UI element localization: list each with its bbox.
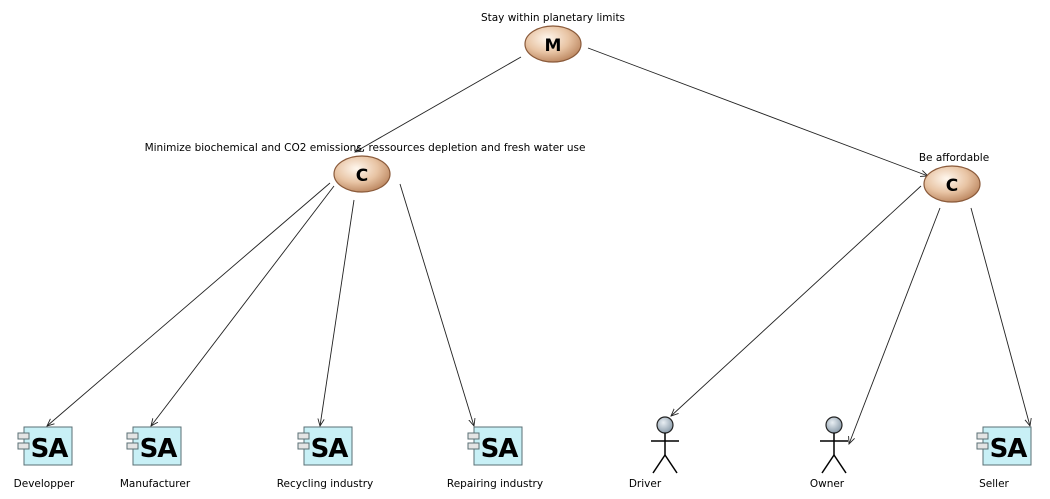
sa-port-icon — [297, 432, 310, 440]
goal-affordable[interactable]: Be affordable C — [919, 152, 989, 203]
actor-head-icon — [656, 416, 674, 434]
edge-env-to-developper — [47, 182, 331, 426]
edge-affordable-to-seller — [970, 207, 1030, 426]
edge-main-to-env — [355, 56, 522, 152]
edges — [47, 47, 1030, 444]
actor-owner-label: Owner — [810, 478, 845, 490]
goal-env-label: Minimize biochemical and CO2 emissions, … — [145, 142, 586, 154]
system-repairing-label: Repairing industry — [447, 478, 543, 490]
actor-leg-left — [652, 454, 666, 474]
sa-box — [23, 426, 73, 466]
sa-icon-text: SA — [140, 434, 178, 464]
sa-port-icon — [126, 432, 139, 440]
sa-port-icon — [17, 442, 30, 450]
system-manufacturer[interactable]: SA — [126, 426, 182, 466]
system-manufacturer-label: Manufacturer — [120, 478, 191, 490]
goal-env[interactable]: Minimize biochemical and CO2 emissions, … — [145, 142, 586, 193]
sa-icon-text: SA — [990, 434, 1028, 464]
sa-port-icon — [976, 442, 989, 450]
goal-env-ellipse — [333, 155, 391, 193]
sa-port-icon — [976, 432, 989, 440]
sa-box — [473, 426, 523, 466]
sa-icon-text: SA — [31, 434, 69, 464]
sa-port-icon — [467, 442, 480, 450]
edge-main-to-affordable — [587, 47, 928, 176]
system-recycling-label: Recycling industry — [277, 478, 374, 490]
goal-main-ellipse — [524, 25, 582, 63]
sa-port-icon — [17, 432, 30, 440]
actor-owner[interactable] — [820, 416, 848, 474]
goal-affordable-ellipse — [923, 165, 981, 203]
actor-leg-right — [664, 454, 678, 474]
goal-affordable-letter: C — [946, 176, 958, 196]
sa-port-icon — [297, 442, 310, 450]
actor-leg-right — [833, 454, 847, 474]
actor-driver-label: Driver — [629, 478, 662, 490]
actor-head-icon — [825, 416, 843, 434]
sa-box — [303, 426, 353, 466]
system-seller-label: Seller — [979, 478, 1009, 490]
edge-env-to-manufacturer — [151, 185, 335, 426]
goal-affordable-label: Be affordable — [919, 152, 989, 164]
sa-port-icon — [126, 442, 139, 450]
system-developper[interactable]: SA — [17, 426, 73, 466]
actor-driver[interactable] — [651, 416, 679, 474]
system-developper-label: Developper — [14, 478, 75, 490]
actor-leg-left — [821, 454, 835, 474]
system-recycling[interactable]: SA — [297, 426, 353, 466]
goal-env-letter: C — [356, 166, 368, 186]
sa-icon-text: SA — [481, 434, 519, 464]
edge-env-to-recycling — [320, 199, 355, 426]
system-seller[interactable]: SA — [976, 426, 1032, 466]
edge-env-to-repairing — [399, 183, 474, 426]
sa-box — [982, 426, 1032, 466]
goal-main-letter: M — [545, 36, 562, 56]
system-repairing[interactable]: SA — [467, 426, 523, 466]
goal-main-label: Stay within planetary limits — [481, 12, 625, 24]
edge-affordable-to-driver — [671, 185, 922, 416]
sa-port-icon — [467, 432, 480, 440]
edge-affordable-to-owner — [849, 207, 941, 444]
goal-main[interactable]: Stay within planetary limits M — [481, 12, 625, 63]
sa-icon-text: SA — [311, 434, 349, 464]
